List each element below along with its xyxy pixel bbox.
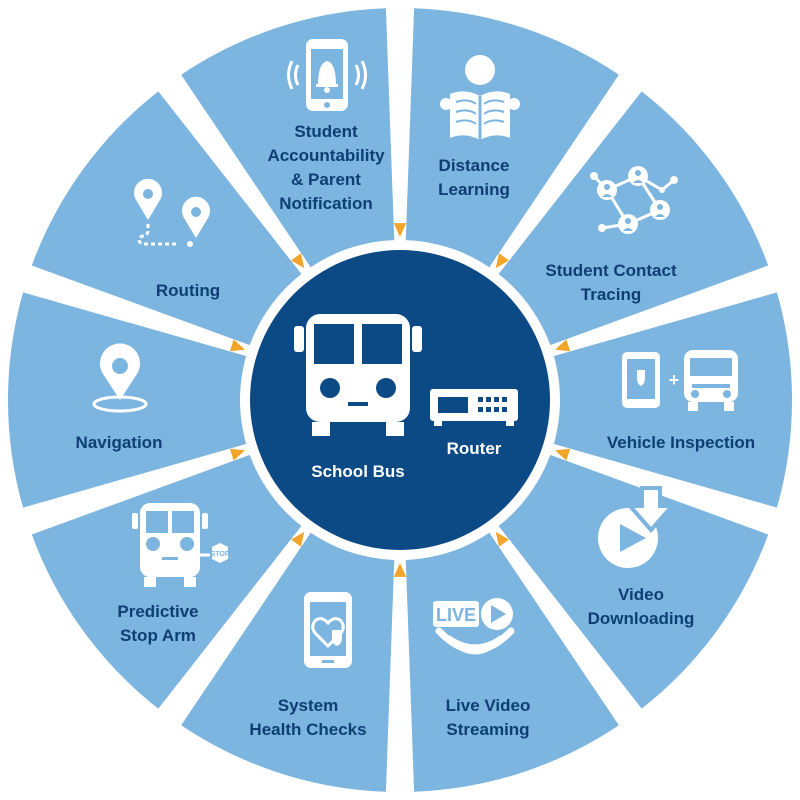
live-stream-icon: LIVE xyxy=(433,598,515,655)
wheel-segment xyxy=(31,453,304,709)
label-routing: Routing xyxy=(155,281,221,300)
phone-bell-icon xyxy=(287,39,367,111)
label-vehicle-inspection: Vehicle Inspection xyxy=(606,433,756,452)
live-badge-text: LIVE xyxy=(436,605,476,625)
stop-sign-text: STOP xyxy=(211,551,230,558)
contact-network-icon xyxy=(590,166,678,234)
wheel-segment xyxy=(31,91,304,347)
divider-arrow xyxy=(495,531,509,547)
wheel-segment xyxy=(405,529,619,792)
bus-stop-arm-icon: STOP xyxy=(132,503,230,587)
wheel-segment xyxy=(405,8,619,271)
wheel-segment xyxy=(7,292,250,508)
divider-arrow xyxy=(495,253,509,269)
route-pins-icon xyxy=(134,178,210,247)
divider-arrow xyxy=(555,448,571,461)
divider-arrow xyxy=(291,531,305,547)
divider-arrow xyxy=(229,448,245,461)
school-bus-icon xyxy=(294,314,422,436)
location-pin-icon xyxy=(92,343,148,413)
svg-text:+: + xyxy=(669,370,680,390)
divider-arrow xyxy=(291,253,305,269)
router-icon xyxy=(430,389,518,426)
tablet-plus-bus-icon: + xyxy=(622,350,738,411)
router-label: Router xyxy=(446,439,502,458)
video-download-icon xyxy=(598,486,677,568)
divider-arrow xyxy=(393,223,407,237)
divider-arrow xyxy=(555,339,571,352)
reader-icon xyxy=(440,55,520,140)
label-navigation: Navigation xyxy=(75,433,163,452)
wheel-segment xyxy=(496,453,769,709)
wheel-segment xyxy=(550,292,792,508)
divider-arrow xyxy=(393,563,407,577)
divider-arrow xyxy=(229,339,245,352)
phone-health-icon xyxy=(304,592,352,668)
school-bus-label: School Bus xyxy=(311,462,405,481)
